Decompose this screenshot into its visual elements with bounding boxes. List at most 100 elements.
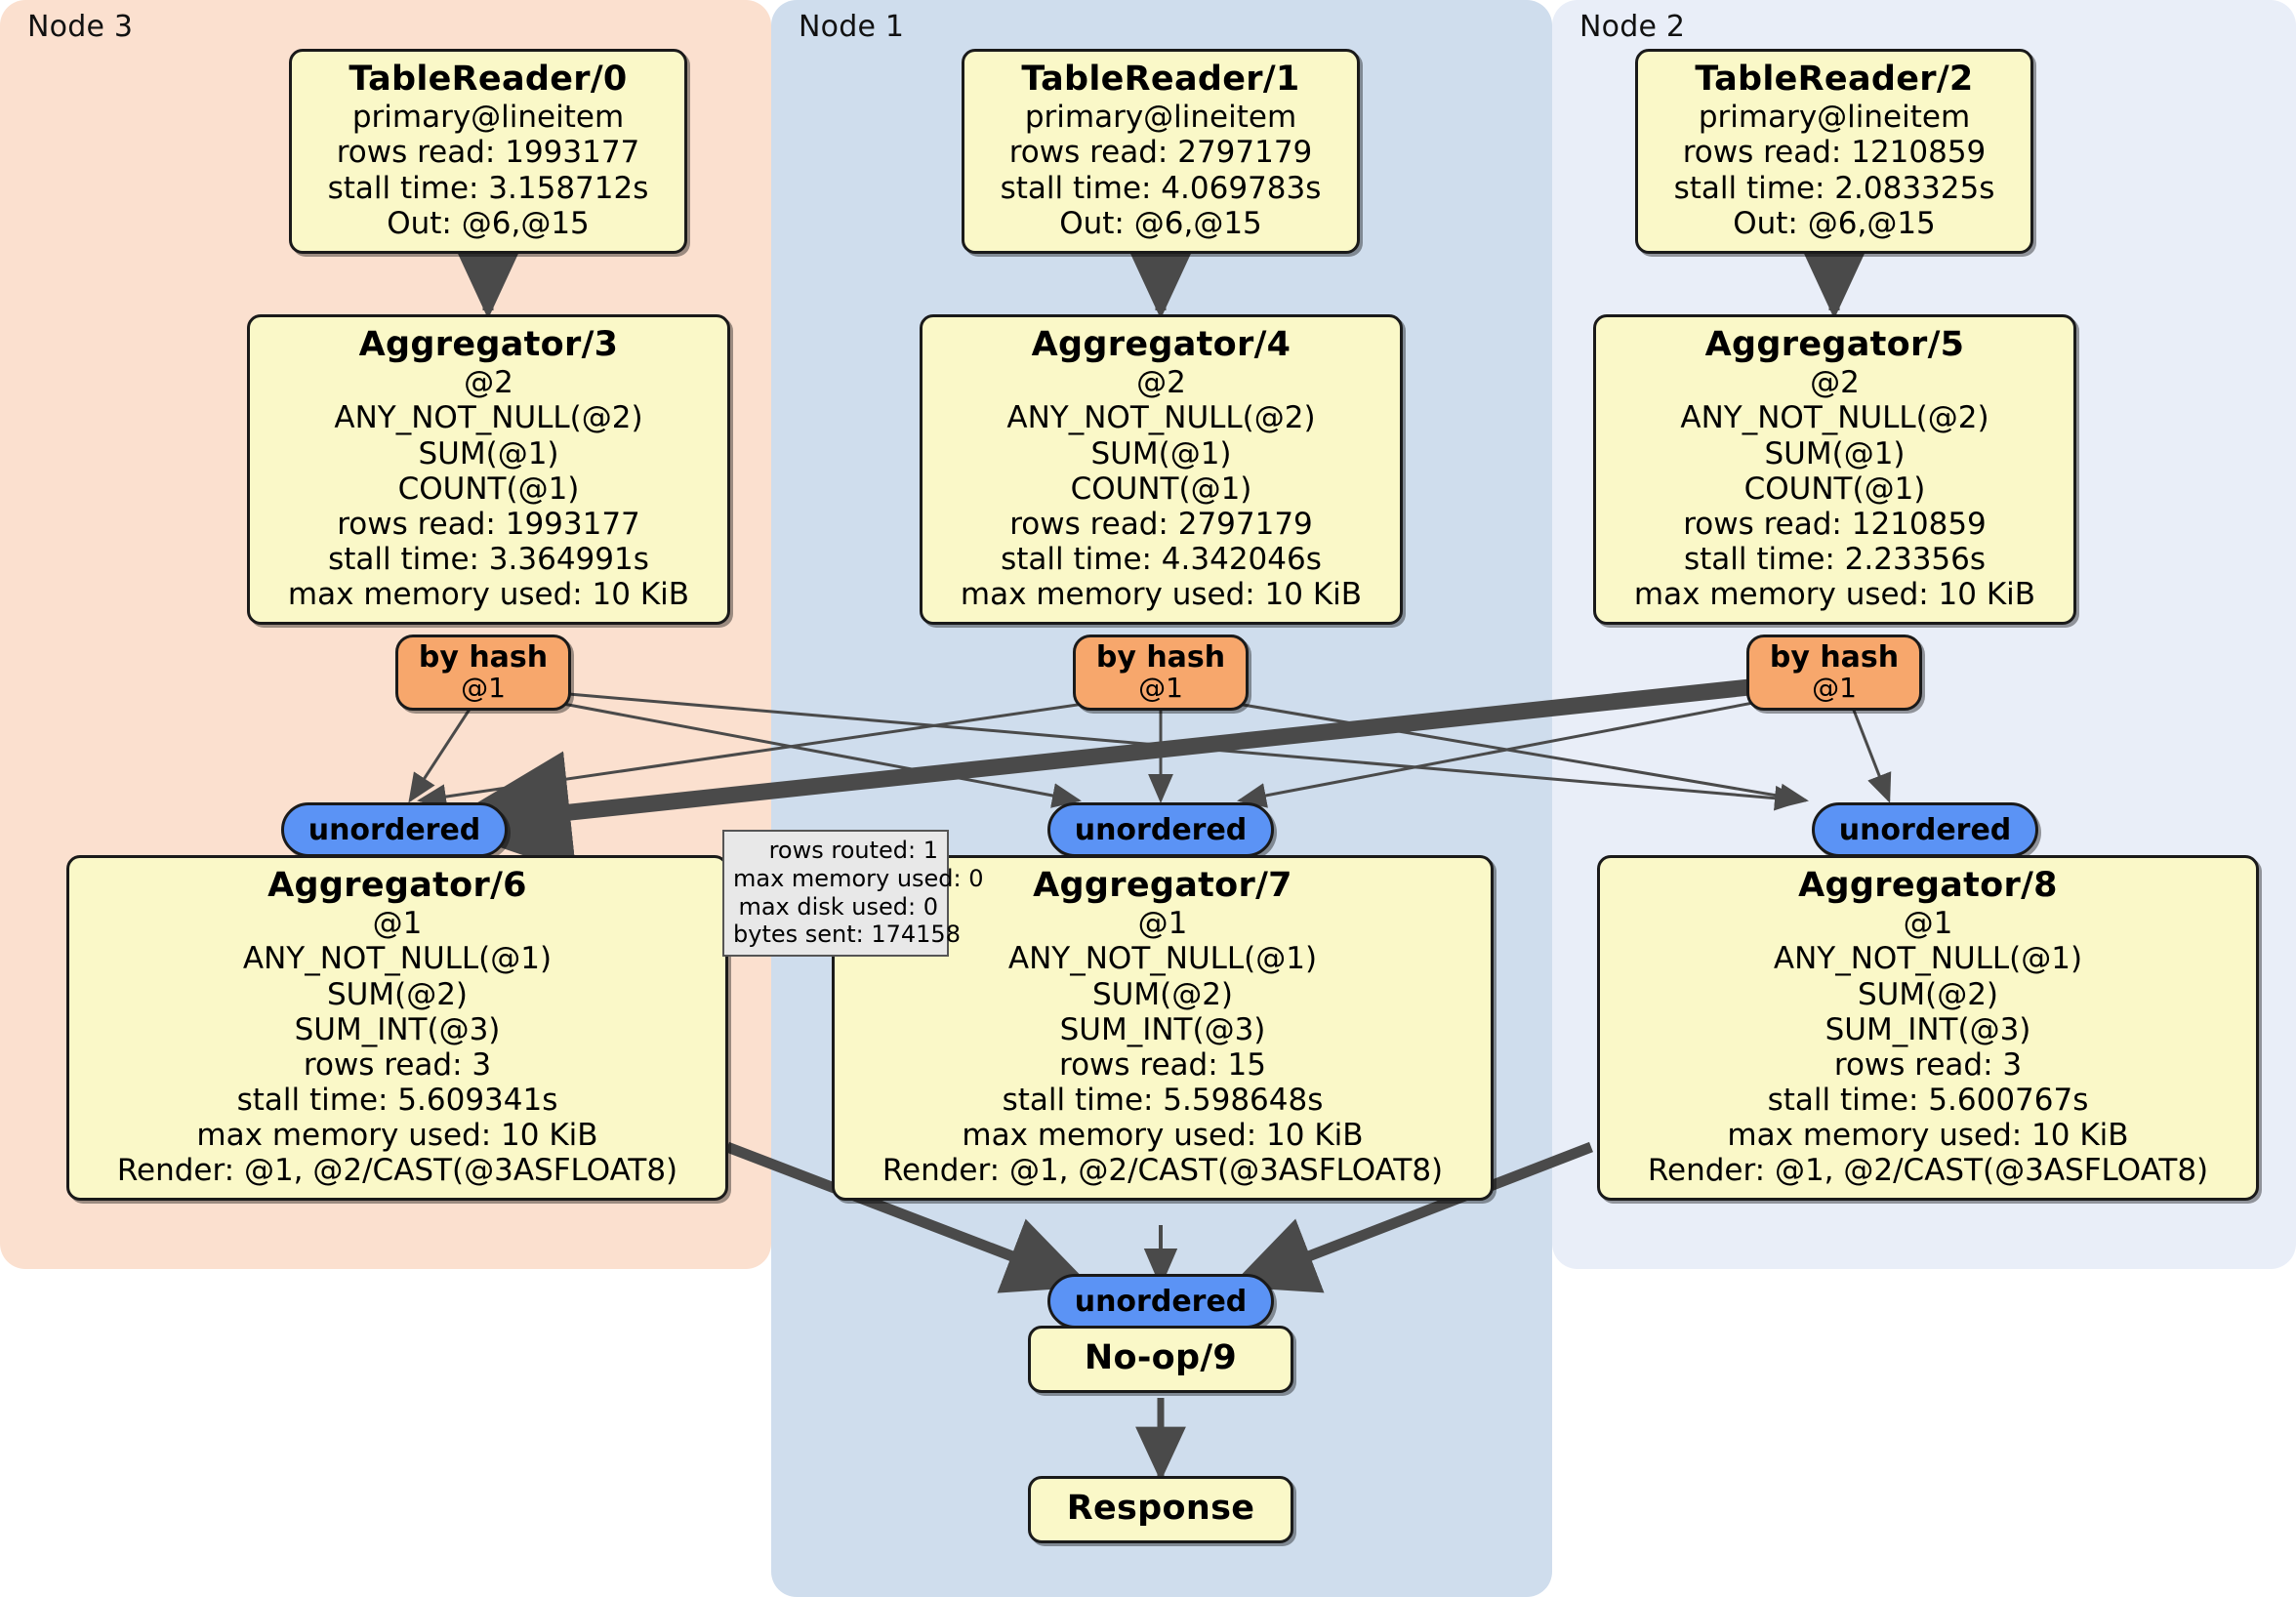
node-detail: max memory used: 10 KiB [1727, 1117, 2129, 1153]
processor-response[interactable]: Response [1028, 1476, 1293, 1544]
node-detail: ANY_NOT_NULL(@2) [1680, 400, 1989, 436]
router-title: by hash [1095, 640, 1226, 676]
node-detail: Out: @6,@15 [1733, 205, 1936, 241]
node-detail: max memory used: 10 KiB [287, 576, 690, 612]
node-detail: stall time: 5.598648s [1002, 1082, 1324, 1118]
router-column: @1 [1812, 672, 1857, 705]
node-detail: ANY_NOT_NULL(@1) [1773, 941, 2083, 977]
node-detail: ANY_NOT_NULL(@2) [1006, 400, 1316, 436]
node-detail: @1 [1137, 906, 1188, 942]
node-detail: rows read: 1993177 [337, 506, 640, 542]
node-detail: SUM_INT(@3) [294, 1011, 501, 1047]
node-detail: rows read: 1993177 [336, 135, 640, 171]
node-detail: Render: @1, @2/CAST(@3ASFLOAT8) [1647, 1153, 2209, 1189]
router-column: @1 [461, 672, 506, 705]
stat-line: rows routed: 1 [768, 837, 938, 864]
processor-aggregator-4[interactable]: Aggregator/4 @2 ANY_NOT_NULL(@2) SUM(@1)… [920, 314, 1403, 626]
node-detail: rows read: 1210859 [1683, 506, 1987, 542]
router-by-hash-right[interactable]: by hash @1 [1746, 635, 1922, 711]
node-detail: stall time: 4.342046s [1001, 541, 1322, 577]
router-column: @1 [1138, 672, 1183, 705]
node-detail: stall time: 5.609341s [236, 1082, 558, 1118]
node-detail: rows read: 2797179 [1009, 506, 1313, 542]
node-detail: rows read: 2797179 [1008, 135, 1313, 171]
node-detail: stall time: 4.069783s [1000, 170, 1322, 206]
stream-title: unordered [1074, 812, 1248, 847]
node-detail: rows read: 3 [303, 1046, 492, 1083]
processor-tablereader-1[interactable]: TableReader/1 primary@lineitem rows read… [962, 49, 1360, 254]
node-detail: Out: @6,@15 [1059, 205, 1262, 241]
processor-aggregator-6[interactable]: Aggregator/6 @1 ANY_NOT_NULL(@1) SUM(@2)… [66, 855, 728, 1202]
panel-node1-label: Node 1 [799, 10, 905, 44]
stat-line: max memory used: 0 [733, 864, 984, 892]
node-detail: @1 [372, 906, 423, 942]
node-title: Aggregator/8 [1798, 866, 2058, 905]
node-detail: SUM(@2) [326, 976, 469, 1012]
node-detail: COUNT(@1) [1070, 471, 1252, 507]
node-title: Aggregator/7 [1033, 866, 1292, 905]
node-detail: @2 [464, 365, 513, 401]
node-title: Aggregator/3 [358, 325, 619, 364]
processor-aggregator-8[interactable]: Aggregator/8 @1 ANY_NOT_NULL(@1) SUM(@2)… [1597, 855, 2259, 1202]
node-title: Aggregator/6 [267, 866, 527, 905]
node-title: No-op/9 [1084, 1338, 1238, 1377]
node-detail: COUNT(@1) [397, 471, 580, 507]
processor-tablereader-2[interactable]: TableReader/2 primary@lineitem rows read… [1635, 49, 2033, 254]
node-detail: @2 [1136, 365, 1186, 401]
node-title: TableReader/0 [348, 60, 628, 99]
node-detail: ANY_NOT_NULL(@1) [242, 941, 553, 977]
panel-node3-label: Node 3 [27, 10, 134, 44]
node-detail: stall time: 2.23356s [1683, 541, 1987, 577]
edge-stats-tooltip: rows routed: 1 max memory used: 0 max di… [722, 830, 984, 958]
node-detail: primary@lineitem [1024, 100, 1297, 136]
node-detail: rows read: 3 [1833, 1046, 2023, 1083]
node-detail: @2 [1810, 365, 1860, 401]
router-title: by hash [418, 640, 549, 676]
node-detail: SUM_INT(@3) [1824, 1011, 2031, 1047]
node-detail: ANY_NOT_NULL(@2) [334, 400, 643, 436]
node-title: Aggregator/5 [1704, 325, 1965, 364]
node-title: TableReader/2 [1695, 60, 1974, 99]
stream-title: unordered [1838, 812, 2012, 847]
router-by-hash-left[interactable]: by hash @1 [395, 635, 571, 711]
node-detail: Render: @1, @2/CAST(@3ASFLOAT8) [882, 1153, 1444, 1189]
node-detail: max memory used: 10 KiB [1633, 576, 2036, 612]
node-detail: max memory used: 10 KiB [960, 576, 1363, 612]
node-detail: SUM(@1) [418, 435, 559, 471]
router-by-hash-center[interactable]: by hash @1 [1073, 635, 1249, 711]
node-detail: stall time: 3.158712s [327, 170, 649, 206]
node-detail: stall time: 3.364991s [328, 541, 649, 577]
node-detail: SUM(@1) [1764, 435, 1906, 471]
stat-line: max disk used: 0 [738, 892, 938, 921]
node-title: TableReader/1 [1021, 60, 1300, 99]
node-title: Response [1066, 1489, 1255, 1528]
stat-line: bytes sent: 174158 [733, 921, 961, 949]
node-detail: rows read: 15 [1059, 1046, 1266, 1083]
node-title: Aggregator/4 [1031, 325, 1292, 364]
node-detail: primary@lineitem [1698, 100, 1971, 136]
stream-unordered-final[interactable]: unordered [1047, 1274, 1274, 1329]
node-detail: max memory used: 10 KiB [196, 1117, 598, 1153]
node-detail: SUM(@1) [1090, 435, 1232, 471]
processor-noop-9[interactable]: No-op/9 [1028, 1326, 1293, 1394]
processor-aggregator-5[interactable]: Aggregator/5 @2 ANY_NOT_NULL(@2) SUM(@1)… [1593, 314, 2076, 626]
node-detail: rows read: 1210859 [1682, 135, 1987, 171]
processor-aggregator-3[interactable]: Aggregator/3 @2 ANY_NOT_NULL(@2) SUM(@1)… [247, 314, 730, 626]
stream-unordered-right[interactable]: unordered [1812, 802, 2038, 857]
processor-tablereader-0[interactable]: TableReader/0 primary@lineitem rows read… [289, 49, 687, 254]
stream-unordered-center[interactable]: unordered [1047, 802, 1274, 857]
node-detail: ANY_NOT_NULL(@1) [1007, 941, 1318, 977]
router-title: by hash [1769, 640, 1900, 676]
node-detail: primary@lineitem [351, 100, 625, 136]
node-detail: SUM_INT(@3) [1059, 1011, 1266, 1047]
node-detail: max memory used: 10 KiB [962, 1117, 1364, 1153]
node-detail: Render: @1, @2/CAST(@3ASFLOAT8) [116, 1153, 678, 1189]
stream-title: unordered [1074, 1284, 1248, 1319]
stream-title: unordered [308, 812, 481, 847]
node-detail: Out: @6,@15 [387, 205, 590, 241]
node-detail: stall time: 5.600767s [1767, 1082, 2089, 1118]
stream-unordered-left[interactable]: unordered [281, 802, 508, 857]
node-detail: stall time: 2.083325s [1673, 170, 1995, 206]
panel-node2-label: Node 2 [1579, 10, 1686, 44]
node-detail: @1 [1903, 906, 1953, 942]
